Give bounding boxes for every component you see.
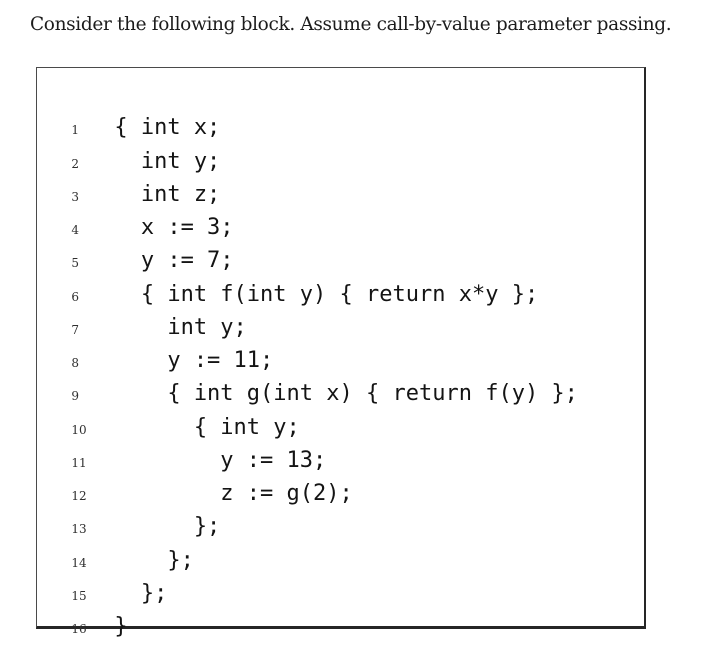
code-line: 8 y := 11; — [51, 311, 644, 373]
code-text: }; — [114, 547, 194, 573]
line-number: 9 — [71, 389, 79, 404]
code-line: 3 int z; — [51, 145, 644, 207]
code-text: y := 7; — [114, 248, 234, 274]
code-line: 9 { int g(int x) { return f(y) }; — [51, 344, 644, 406]
code-line: 4 x := 3; — [51, 178, 644, 240]
code-line: 16} — [51, 577, 644, 639]
line-number: 10 — [71, 422, 87, 437]
line-number: 11 — [71, 455, 87, 470]
prompt-text: Consider the following block. Assume cal… — [30, 14, 672, 35]
code-listing-box: 1 { int x; 2 int y; 3 int z; 4 x := 3; 5 … — [36, 67, 646, 639]
code-text: y := 13; — [114, 447, 327, 473]
code-text: z := g(2); — [114, 481, 353, 506]
code-text: x := 3; — [114, 215, 234, 240]
line-number: 6 — [71, 289, 79, 304]
code-text: { int x; — [114, 115, 221, 141]
code-text: { int f(int y) { return x*y }; — [114, 281, 539, 307]
code-text: { int y; — [114, 414, 300, 440]
code-line: 5 y := 7; — [51, 211, 644, 273]
code-text: } — [114, 614, 128, 639]
line-number: 16 — [71, 622, 87, 636]
code-text: int z; — [114, 181, 221, 207]
code-text: }; — [114, 514, 221, 540]
line-number: 7 — [71, 322, 79, 337]
line-number: 12 — [71, 489, 87, 503]
code-line: 7 int y; — [51, 278, 644, 340]
code-line: 15 }; — [51, 544, 644, 606]
line-number: 14 — [71, 555, 87, 570]
line-number: 8 — [71, 356, 79, 370]
line-number: 3 — [71, 189, 79, 204]
code-line: 10 { int y; — [51, 377, 644, 440]
line-number: 15 — [71, 588, 87, 603]
code-text: int y; — [114, 148, 221, 174]
code-line: 12 z := g(2); — [51, 444, 644, 506]
code-line: 2 int y; — [51, 111, 644, 174]
line-number: 5 — [71, 256, 79, 271]
code-text: }; — [114, 580, 168, 606]
line-number: 2 — [71, 156, 79, 171]
line-number: 1 — [71, 123, 79, 138]
code-line: 13 }; — [51, 477, 644, 539]
line-number: 4 — [71, 223, 79, 237]
code-text: { int g(int x) { return f(y) }; — [114, 381, 578, 407]
code-text: y := 11; — [114, 348, 274, 373]
code-line: 11 y := 13; — [51, 411, 644, 473]
code-line: 1 { int x; — [51, 78, 644, 140]
line-number: 13 — [71, 522, 87, 537]
code-line: 14 }; — [51, 510, 644, 573]
code-text: int y; — [114, 314, 247, 340]
code-line: 6 { int f(int y) { return x*y }; — [51, 244, 644, 307]
